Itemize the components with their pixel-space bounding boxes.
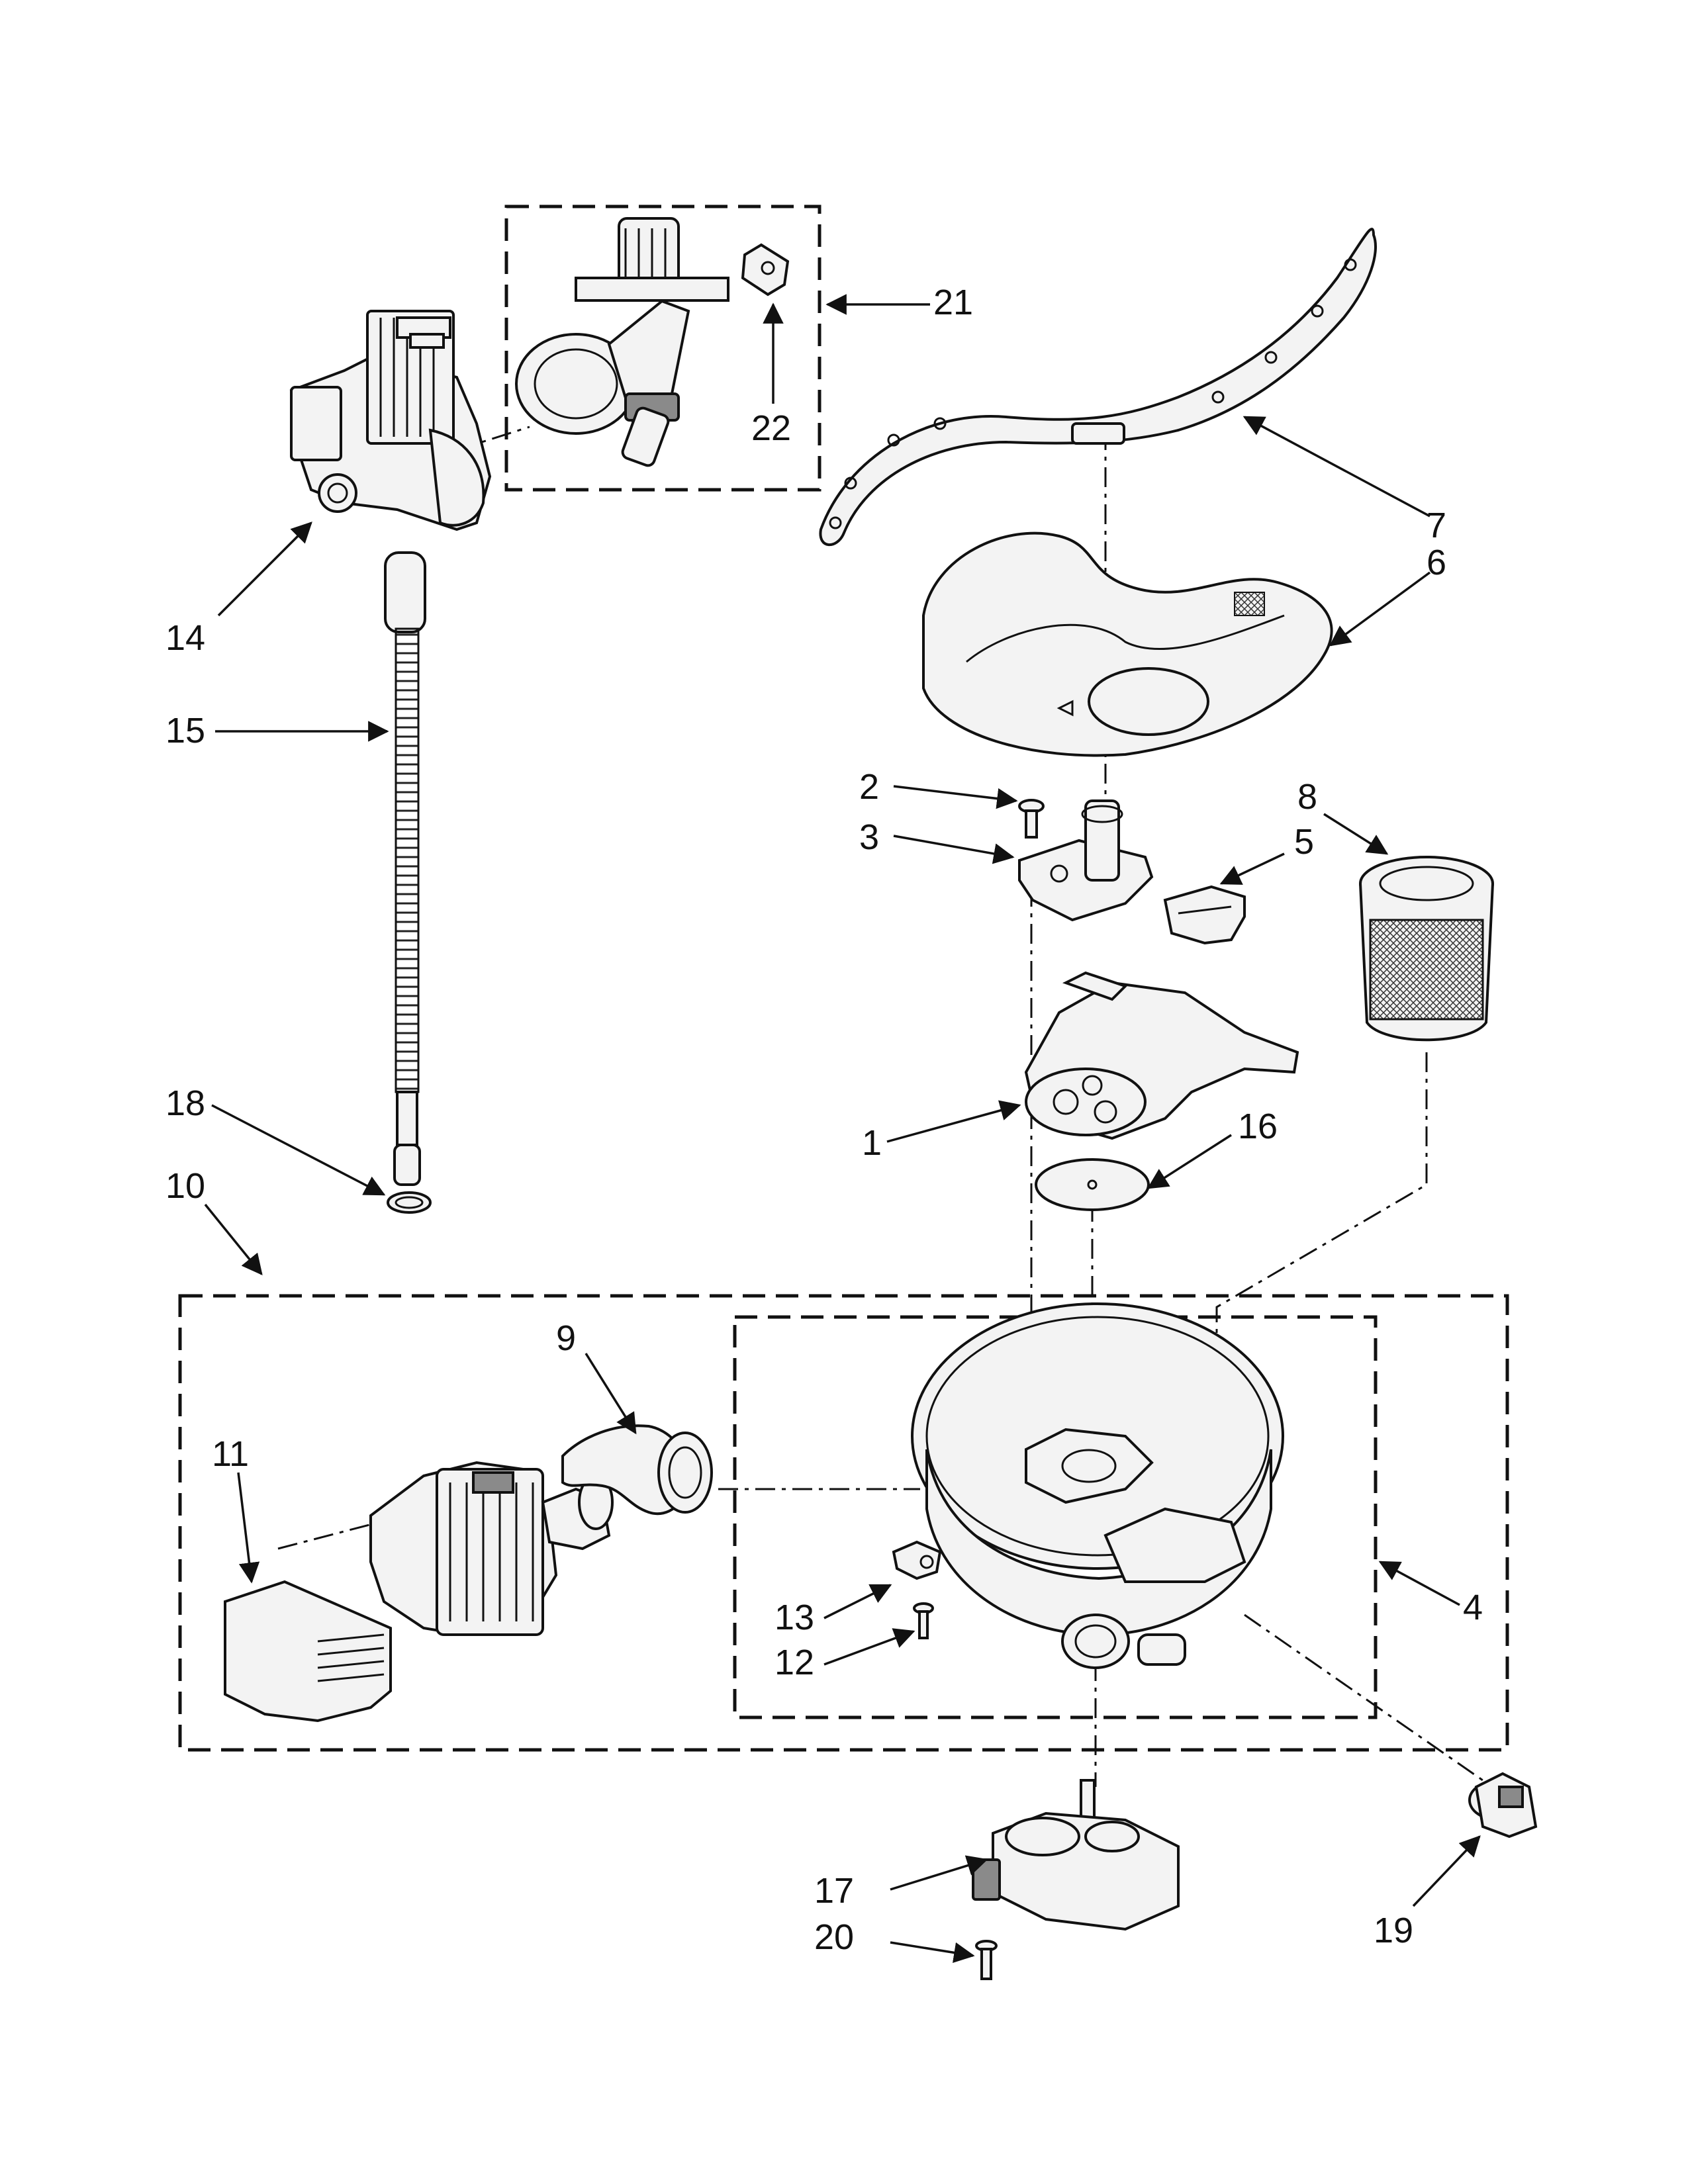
manifold-part bbox=[1018, 799, 1154, 922]
callout-6: 6 bbox=[1427, 543, 1446, 582]
callout-5: 5 bbox=[1294, 822, 1314, 862]
leader-14 bbox=[217, 522, 312, 617]
leader-5 bbox=[1219, 852, 1285, 885]
drain-hose-part bbox=[384, 551, 426, 1186]
diverter-motor-part bbox=[972, 1779, 1180, 1931]
leader-7 bbox=[1243, 416, 1430, 518]
vent-assembly-part bbox=[515, 217, 729, 467]
leader-6 bbox=[1329, 571, 1431, 647]
leader-12 bbox=[823, 1628, 915, 1666]
callout-19: 19 bbox=[1374, 1911, 1413, 1950]
leader-8 bbox=[1323, 813, 1389, 855]
leader-17 bbox=[890, 1855, 988, 1891]
disc-part bbox=[1035, 1158, 1150, 1211]
sump-assembly-part bbox=[911, 1302, 1284, 1669]
circulation-hose-part bbox=[561, 1424, 713, 1516]
leader-4 bbox=[1378, 1561, 1460, 1606]
screw-part-2 bbox=[1018, 799, 1045, 839]
callout-3: 3 bbox=[859, 817, 879, 857]
sensor-part-19 bbox=[1468, 1772, 1538, 1839]
callout-17: 17 bbox=[814, 1871, 854, 1911]
leader-13 bbox=[823, 1584, 892, 1619]
callout-14: 14 bbox=[165, 618, 205, 658]
callout-12: 12 bbox=[774, 1643, 814, 1682]
callout-20: 20 bbox=[814, 1917, 854, 1957]
leader-3 bbox=[893, 835, 1015, 864]
filter-support-part bbox=[1024, 971, 1299, 1140]
callout-22: 22 bbox=[751, 408, 791, 448]
screw-part-20 bbox=[975, 1940, 998, 1980]
callout-16: 16 bbox=[1238, 1107, 1278, 1146]
centerline-11-to-9 bbox=[277, 1508, 431, 1550]
callout-4: 4 bbox=[1463, 1588, 1483, 1627]
callout-18: 18 bbox=[165, 1083, 205, 1123]
leader-11 bbox=[237, 1472, 260, 1584]
leader-20 bbox=[890, 1941, 975, 1963]
assembly-box-10 bbox=[178, 1294, 1509, 1752]
callout-10: 10 bbox=[165, 1166, 205, 1206]
callout-9: 9 bbox=[556, 1318, 576, 1358]
filter-shield-part bbox=[922, 531, 1333, 757]
leader-10 bbox=[204, 1203, 263, 1276]
leader-9 bbox=[585, 1353, 637, 1435]
leader-2 bbox=[893, 785, 1018, 809]
callout-8: 8 bbox=[1297, 777, 1317, 817]
clip-part-5 bbox=[1163, 885, 1246, 945]
callout-21: 21 bbox=[933, 283, 973, 322]
spray-arm-part bbox=[819, 228, 1377, 547]
motor-cover-part bbox=[224, 1580, 392, 1723]
callout-1: 1 bbox=[862, 1123, 882, 1163]
callout-2: 2 bbox=[859, 767, 879, 807]
callout-13: 13 bbox=[774, 1598, 814, 1637]
callout-15: 15 bbox=[165, 711, 205, 751]
bracket-part-13 bbox=[892, 1540, 942, 1580]
screw-part-12 bbox=[913, 1602, 934, 1639]
leader-1 bbox=[886, 1100, 1021, 1143]
leader-16 bbox=[1147, 1134, 1232, 1189]
callout-7: 7 bbox=[1427, 506, 1446, 545]
leader-19 bbox=[1412, 1835, 1481, 1907]
filter-part bbox=[1359, 856, 1494, 1042]
clip-part-22 bbox=[741, 243, 790, 296]
callout-11: 11 bbox=[212, 1434, 249, 1474]
centerline-4-to-19 bbox=[1244, 1614, 1483, 1782]
hose-clamp-part bbox=[387, 1191, 432, 1214]
drain-pump-part bbox=[289, 310, 492, 531]
wash-motor-part bbox=[369, 1461, 614, 1637]
leader-18 bbox=[211, 1104, 386, 1196]
